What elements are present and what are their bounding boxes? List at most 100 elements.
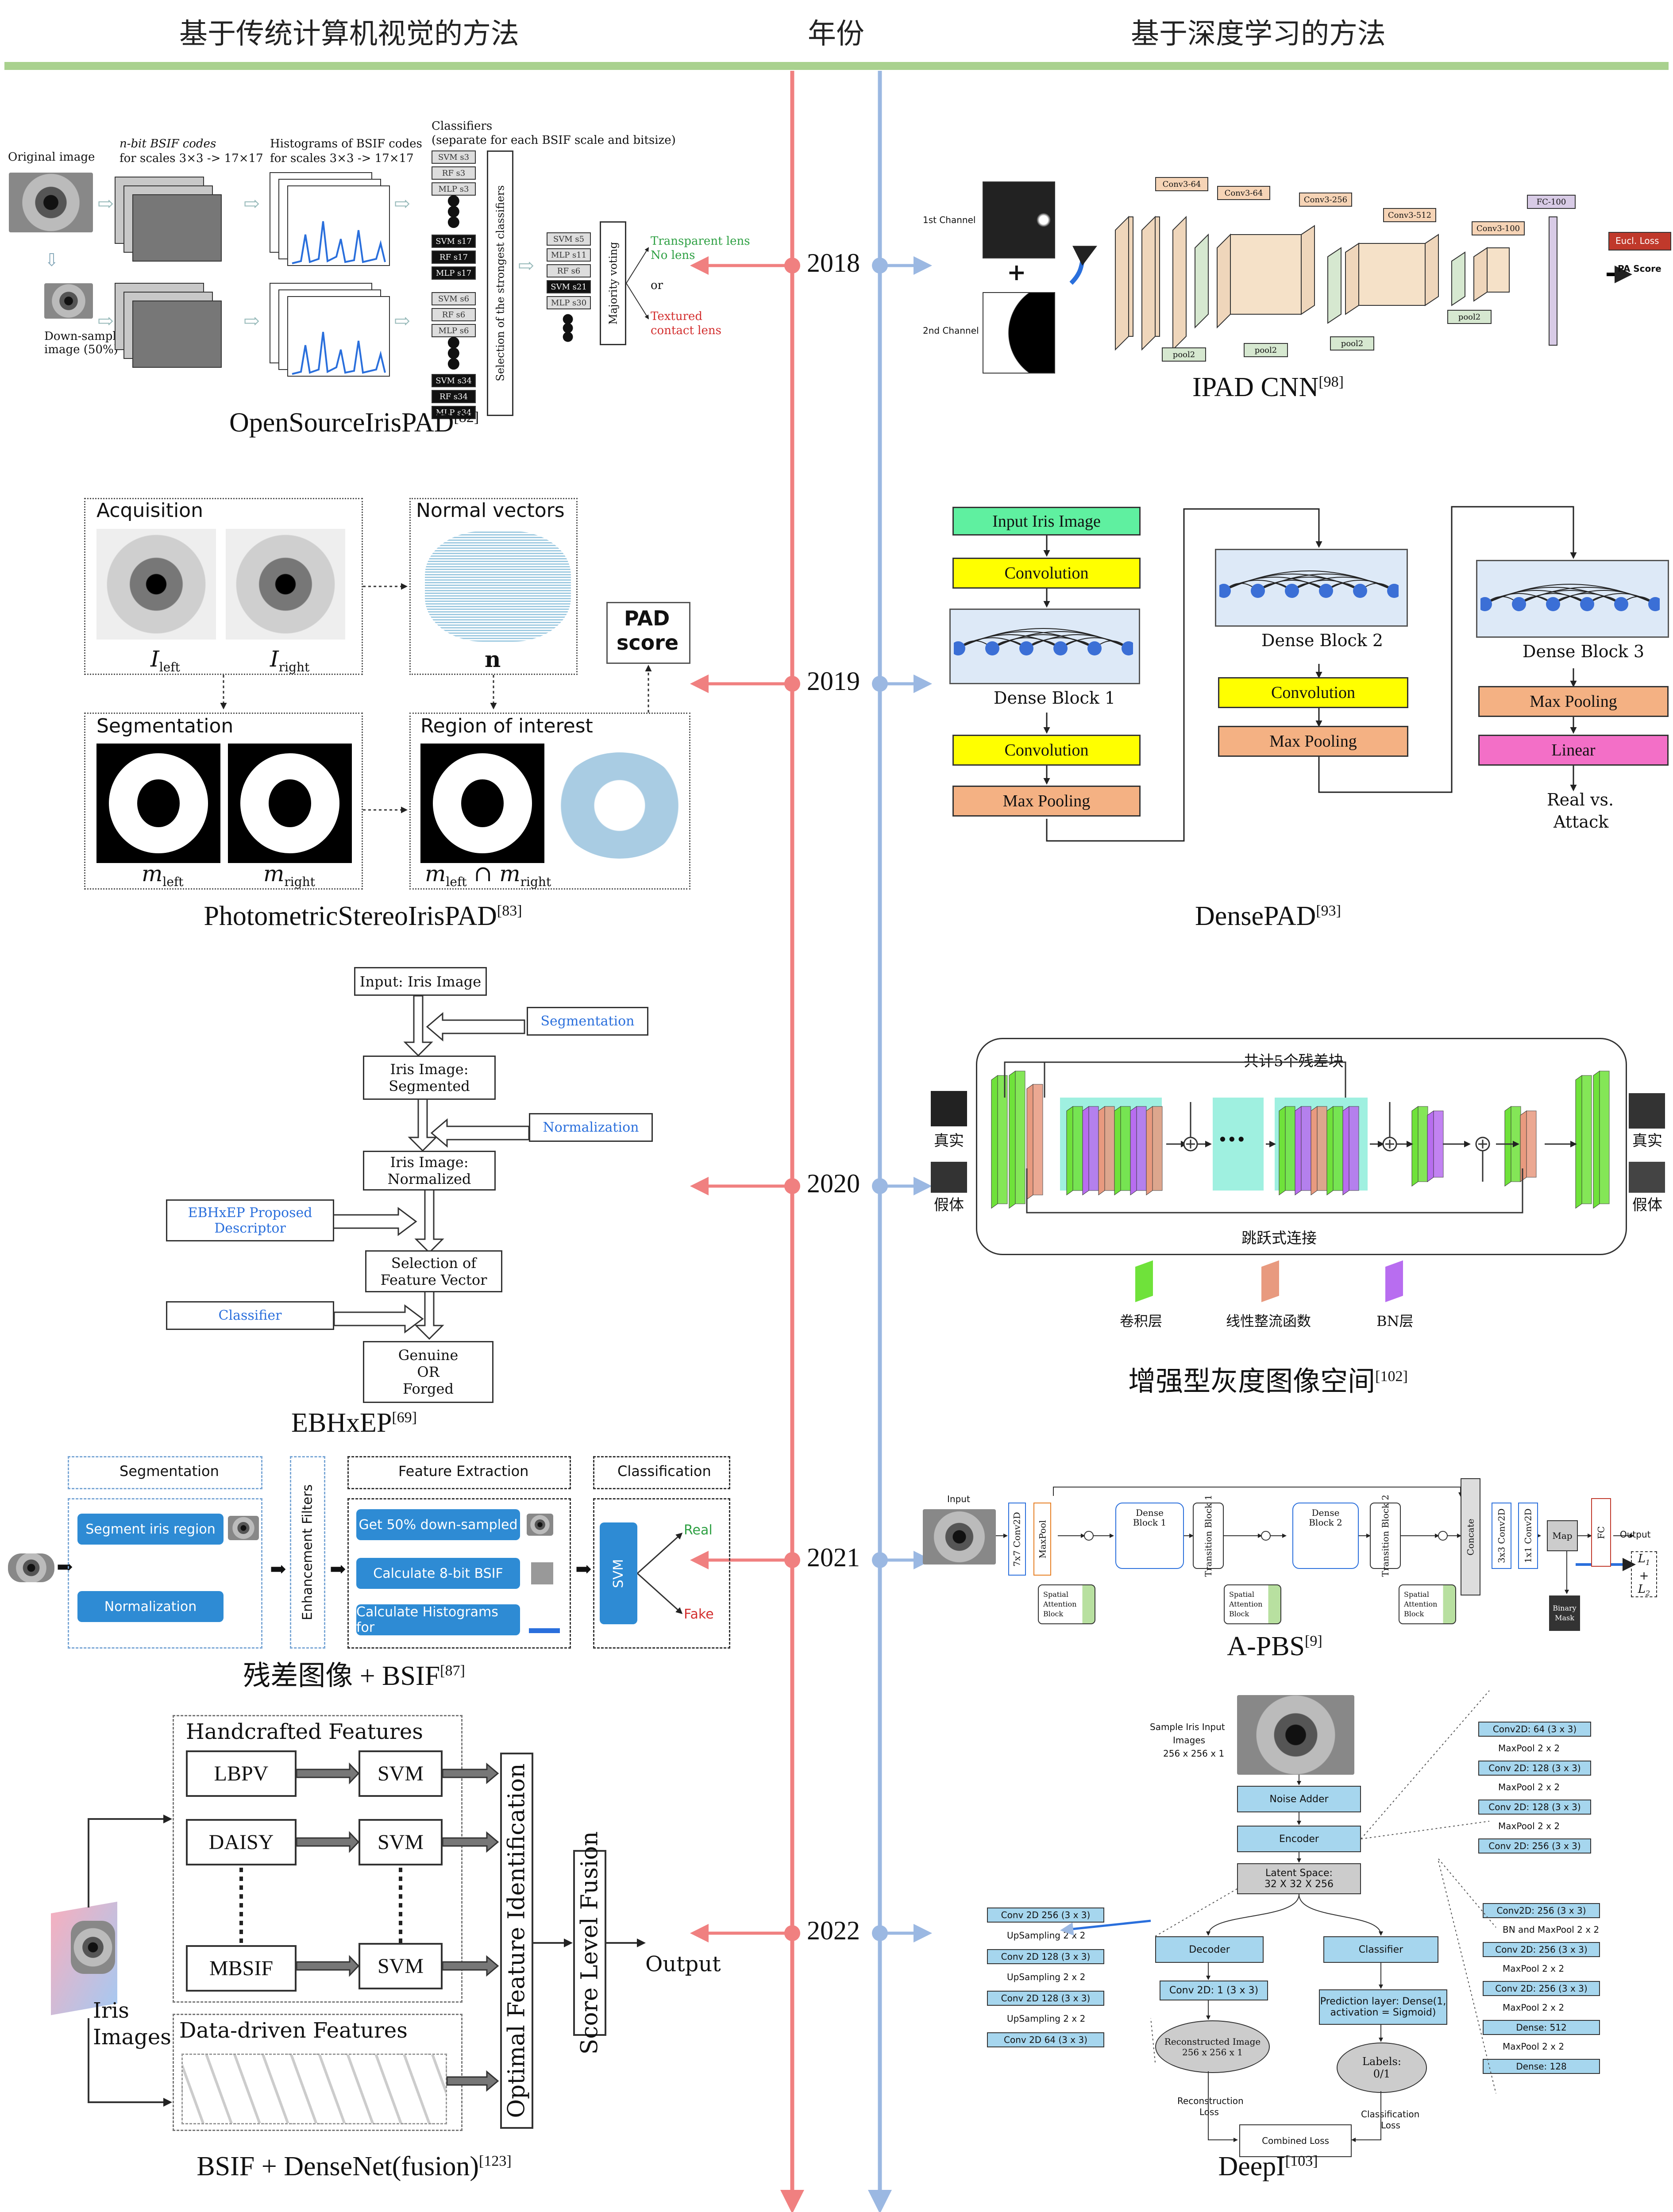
psip-arrows-svg <box>220 583 652 813</box>
osip-clf-top_classifiers-1: RF s3 <box>432 166 476 180</box>
deepi-latent: Latent Space:32 X 32 X 256 <box>1237 1863 1361 1894</box>
residual-real: Real <box>684 1522 713 1538</box>
blue-dot-2022 <box>872 1925 888 1941</box>
psip-acq-label: Acquisition <box>96 499 203 522</box>
residual-b1: Segment iris region <box>77 1514 224 1545</box>
apbs-c1: 1x1 Conv2D <box>1518 1503 1538 1569</box>
egis-top-label: 共计5个残差块 <box>1244 1052 1344 1070</box>
osip-dots-2: ●●● <box>447 333 460 372</box>
osip-stacks-svg: ⇨ ⇨ <box>97 177 222 368</box>
residual-cls-head <box>593 1456 730 1489</box>
residual-arrow4-icon: ➡ <box>575 1558 592 1580</box>
residual-seg-image <box>228 1516 259 1540</box>
osip-histograms-svg: ⇨ ⇨ ⇨ ⇨ <box>243 172 410 377</box>
left-caption-2: EBHxEP[69] <box>291 1408 417 1438</box>
ipad-conv-2: Conv3-256 <box>1299 193 1352 207</box>
right-caption-1: DensePAD[93] <box>1195 901 1341 931</box>
apbs-losses: L1+L2 <box>1631 1551 1657 1597</box>
deepi-enc-6: Conv 2D: 256 (3 x 3) <box>1478 1838 1591 1854</box>
egis-conv-a <box>991 1075 1008 1209</box>
residual-enh: Enhancement Filters <box>300 1484 316 1621</box>
osip-selected-1: MLP s11 <box>547 248 591 262</box>
osip-out1b: No lens <box>651 249 695 262</box>
osip-voting-box: Majority voting <box>600 221 626 345</box>
psip-pad2: score <box>617 631 679 655</box>
residual-seg-body <box>68 1498 262 1649</box>
densepad-out2: Attack <box>1554 812 1609 832</box>
osip-out2a: Textured <box>651 310 703 323</box>
blue-dot-2020 <box>872 1178 888 1194</box>
ipad-score: PA Score <box>1618 263 1661 274</box>
psip-pad1: PAD <box>624 606 670 630</box>
apbs-maxpool: MaxPool <box>1033 1503 1051 1576</box>
egis-fake: 假体 <box>934 1196 964 1214</box>
left-caption-0: OpenSourceIrisPAD[82] <box>229 408 479 438</box>
psip-eye-right <box>226 529 345 640</box>
deepi-closs2: Loss <box>1381 2120 1400 2131</box>
osip-clf-mid_classifiers-0: SVM s17 <box>432 235 476 248</box>
osip-dots-1: ●●● <box>447 191 460 230</box>
osip-clf-top_classifiers-0: SVM s3 <box>432 150 476 164</box>
egis-conv-b <box>1009 1071 1025 1209</box>
deepi-cls-5: MaxPool 2 x 2 <box>1503 2002 1565 2013</box>
ipad-ch1: 1st Channel <box>923 215 976 225</box>
deepi-dec-3: UpSampling 2 x 2 <box>1007 1972 1086 1982</box>
osip-nbit-label: n-bit BSIF codes <box>120 137 216 150</box>
fusion-iris-eye <box>71 1921 115 1974</box>
egis-bn-c <box>1427 1110 1444 1182</box>
egis-res1-2 <box>1098 1106 1115 1195</box>
deepi-cls-4: Conv 2D: 256 (3 x 3) <box>1483 1981 1600 1996</box>
egis-fake-out-image <box>1629 1162 1665 1193</box>
deepi-cls-6: Dense: 512 <box>1483 2020 1600 2035</box>
egis-res5-4 <box>1342 1106 1359 1195</box>
osip-out1a: Transparent lens <box>651 235 750 248</box>
osip-clf-bot_classifiers-0: SVM s34 <box>432 374 476 387</box>
ebhxep-classifier: Classifier <box>166 1301 334 1330</box>
psip-eye-left <box>96 529 216 640</box>
right-caption-4: DeepI[103] <box>1218 2151 1318 2181</box>
right-caption-3: A-PBS[9] <box>1227 1631 1322 1661</box>
deepi-arrows-svg <box>1060 1690 1496 2142</box>
residual-seg: Segmentation <box>120 1463 219 1480</box>
deepi-cls-2: Conv 2D: 256 (3 x 3) <box>1483 1942 1600 1957</box>
psip-seg-label: Segmentation <box>96 715 234 737</box>
ipad-conv-1: Conv3-64 <box>1217 186 1270 200</box>
deepi-noise: Noise Adder <box>1237 1786 1361 1812</box>
deepi-enc-2: Conv 2D: 128 (3 x 3) <box>1478 1761 1591 1776</box>
psip-pad-box <box>606 602 690 664</box>
deepi-enc-1: MaxPool 2 x 2 <box>1498 1743 1560 1753</box>
egis-relu-d <box>1520 1110 1537 1182</box>
egis-res1-0 <box>1066 1106 1083 1195</box>
deepi-dec-4: Conv 2D 128 (3 x 3) <box>987 1991 1104 2006</box>
deepi-cls-0: Conv2D: 256 (3 x 3) <box>1483 1903 1600 1918</box>
residual-arrow3-icon: ➡ <box>330 1558 346 1580</box>
ipad-loss: Eucl. Loss <box>1615 235 1659 246</box>
fusion-lbpv: LBPV <box>186 1750 297 1797</box>
osip-nbit-label2: for scales 3×3 -> 17×17 <box>120 152 263 165</box>
fusion-iris1: Iris <box>93 1998 129 2023</box>
red-dot-2018 <box>784 258 800 274</box>
densepad-lines-svg <box>1043 506 1577 842</box>
osip-selected-0: SVM s5 <box>547 232 591 246</box>
egis-res1-1 <box>1082 1106 1099 1195</box>
fusion-densenet-image <box>181 2054 447 2124</box>
ipad-ch2: 2nd Channel <box>923 325 979 336</box>
egis-res-dots-box <box>1213 1098 1264 1191</box>
residual-down-image <box>527 1514 553 1536</box>
osip-classifiers-label2: (separate for each BSIF scale and bitsiz… <box>432 134 676 147</box>
year-label-2022: 2022 <box>803 1915 863 1946</box>
osip-selected-4: MLP s30 <box>547 296 591 309</box>
psip-acq-box <box>84 498 363 675</box>
densepad-db1: Dense Block 1 <box>994 688 1116 708</box>
egis-conv-d <box>1504 1106 1521 1187</box>
egis-legend-bn-icon <box>1385 1260 1403 1303</box>
blue-dot-2021 <box>872 1552 888 1568</box>
osip-down-label2: image (50%) <box>44 343 118 356</box>
apbs-conv1: 7x7 Conv2D <box>1008 1503 1026 1576</box>
osip-clf-mid_classifiers-1: RF s17 <box>432 250 476 264</box>
deepi-rloss2: Loss <box>1199 2107 1219 2117</box>
egis-skip: 跳跃式连接 <box>1241 1229 1317 1247</box>
egis-legend-bn: BN层 <box>1376 1313 1414 1330</box>
